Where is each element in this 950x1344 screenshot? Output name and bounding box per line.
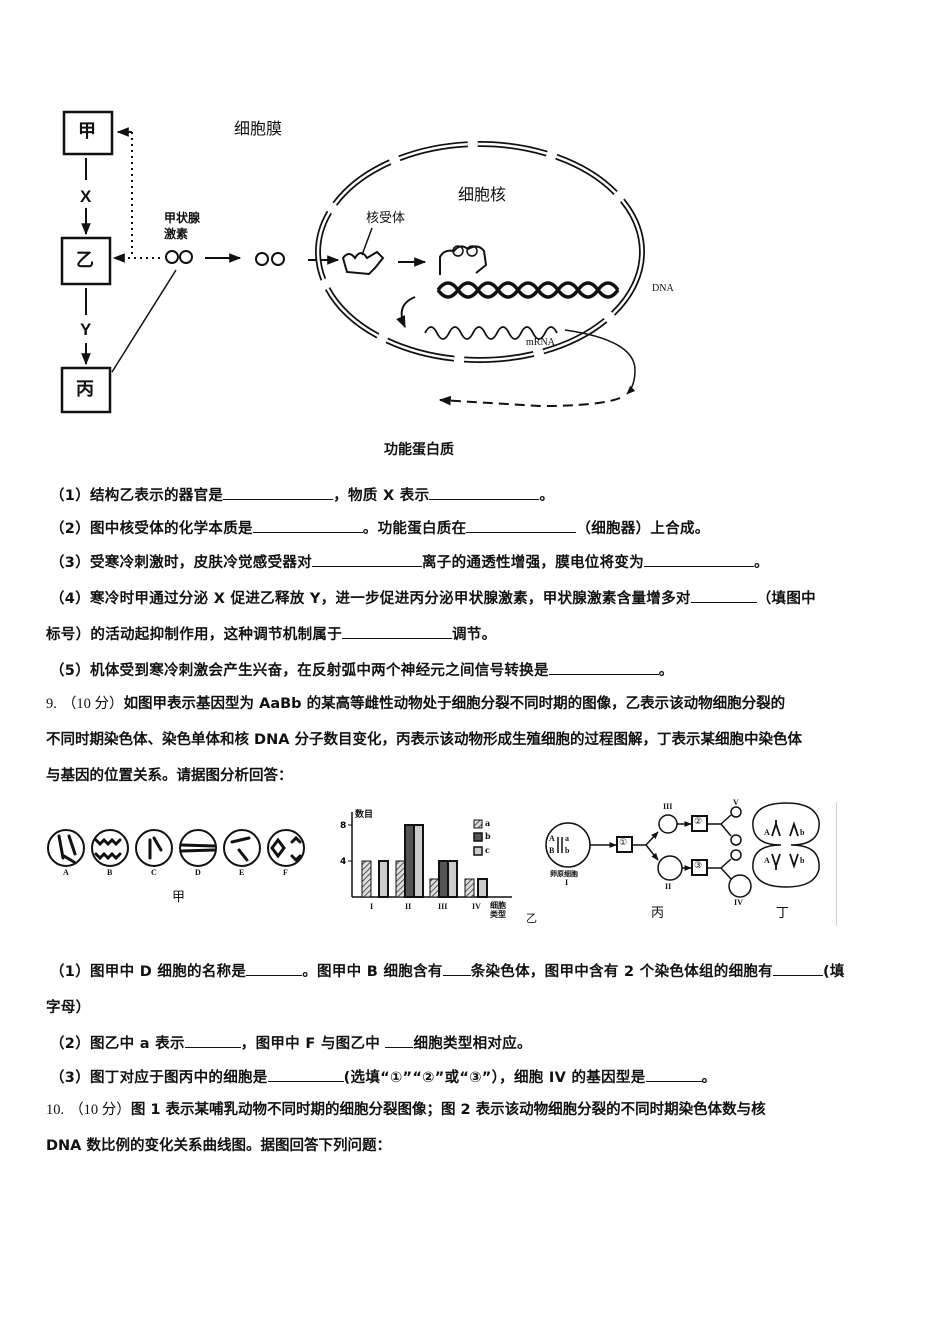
- q10-stem: 10. （10 分）图 1 表示某哺乳动物不同时期的细胞分裂图像；图 2 表示该…: [46, 1102, 766, 1154]
- oogonium-label: 卵原细胞: [550, 869, 578, 878]
- receptor-label: 核受体: [366, 211, 406, 226]
- xtick-1: I: [370, 902, 374, 911]
- q8-item-3: （3）受寒冷刺激时，皮肤冷觉感受器对离子的通透性增强，膜电位将变为。: [50, 551, 769, 572]
- step-3: ③: [694, 861, 703, 871]
- answer-blank[interactable]: [342, 624, 452, 639]
- answer-blank[interactable]: [548, 660, 659, 675]
- answer-blank[interactable]: [466, 518, 577, 533]
- answer-blank[interactable]: [184, 1033, 241, 1048]
- figure-yi-chart: 8 4 数目 a b c I II III IV 细胞类型 乙: [330, 800, 540, 925]
- answer-blank[interactable]: [252, 518, 363, 533]
- q8-item-4: （4）寒冷时甲通过分泌 X 促进乙释放 Y，进一步促进丙分泌甲状腺激素，甲状腺激…: [50, 587, 816, 608]
- figure-bing-ding: A a B b 卵原细胞 I II III IV V ① ② ③ 丙 A b A…: [536, 798, 837, 926]
- box-jia-label: 甲: [78, 121, 96, 142]
- fig-ding-caption: 丁: [776, 906, 790, 921]
- q8-item-5: （5）机体受到寒冷刺激会产生兴奋，在反射弧中两个神经元之间信号转换是。: [50, 659, 674, 680]
- answer-blank[interactable]: [644, 552, 754, 567]
- answer-blank[interactable]: [429, 485, 540, 500]
- hormone-label-1: 甲状腺: [164, 211, 201, 225]
- chart-ylabel: 数目: [355, 810, 374, 820]
- q9-sub-3: （3）图丁对应于图丙中的细胞是(选填“①”“②”或“③”），细胞 IV 的基因型…: [50, 1066, 716, 1087]
- mrna-label: mRNA: [526, 337, 555, 348]
- figure-hormone-regulation: 甲 乙 丙 X Y 细胞膜 细胞核 甲状腺 激素 核受体 DNA mRNA 功能…: [40, 95, 680, 465]
- q9-stem: 9. （10 分）如图甲表示基因型为 AaBb 的某高等雌性动物处于细胞分裂不同…: [46, 696, 802, 784]
- answer-blank[interactable]: [690, 588, 757, 603]
- chart-xlabel: 细胞类型: [490, 900, 506, 919]
- step-2: ②: [694, 817, 703, 827]
- legend-c: c: [485, 845, 490, 855]
- svg-text:8: 8: [340, 821, 346, 831]
- q8-item-4-cont: 标号）的活动起抑制作用，这种调节机制属于调节。: [46, 623, 496, 644]
- gametogenesis-svg: [545, 802, 820, 898]
- answer-blank[interactable]: [645, 1067, 702, 1082]
- protein-label: 功能蛋白质: [384, 442, 454, 458]
- dna-label: DNA: [652, 283, 674, 294]
- cell-membrane-label: 细胞膜: [234, 119, 283, 138]
- meiosis-cells-svg: [47, 829, 305, 867]
- box-bing-label: 丙: [76, 379, 94, 400]
- q8-item-2: （2）图中核受体的化学本质是。功能蛋白质在（细胞器）上合成。: [50, 517, 710, 538]
- arrow-label-x: X: [80, 187, 92, 206]
- nucleus-label: 细胞核: [458, 185, 507, 204]
- q8-item-1: （1）结构乙表示的器官是，物质 X 表示。: [50, 484, 554, 505]
- fig-jia-caption: 甲: [172, 890, 186, 905]
- step-1: ①: [619, 838, 628, 848]
- answer-blank[interactable]: [772, 961, 823, 976]
- q9-sub-2: （2）图乙中 a 表示，图甲中 F 与图乙中 细胞类型相对应。: [50, 1032, 532, 1053]
- xtick-4: IV: [472, 902, 481, 911]
- q9-sub-1: （1）图甲中 D 细胞的名称是。图甲中 B 细胞含有条染色体，图甲中含有 2 个…: [50, 960, 845, 981]
- xtick-3: III: [438, 902, 448, 911]
- answer-blank[interactable]: [223, 485, 334, 500]
- hormone-label-2: 激素: [164, 227, 189, 241]
- box-yi-label: 乙: [76, 250, 94, 271]
- answer-blank[interactable]: [246, 961, 303, 976]
- answer-blank[interactable]: [312, 552, 422, 567]
- legend-b: b: [485, 831, 491, 841]
- xtick-2: II: [405, 902, 412, 911]
- bar-chart-svg: 8 4: [340, 812, 512, 898]
- fig-yi-caption: 乙: [526, 912, 537, 925]
- hormone-diagram-svg: [60, 110, 645, 414]
- answer-blank[interactable]: [267, 1067, 344, 1082]
- figure-jia: A B C D E F 甲: [44, 818, 314, 908]
- q9-sub-1-cont: 字母）: [46, 1000, 91, 1016]
- answer-blank[interactable]: [442, 961, 471, 976]
- svg-text:4: 4: [340, 857, 346, 867]
- arrow-label-y: Y: [80, 320, 92, 339]
- answer-blank[interactable]: [385, 1033, 414, 1048]
- fig-bing-caption: 丙: [651, 906, 665, 921]
- legend-a: a: [485, 818, 491, 828]
